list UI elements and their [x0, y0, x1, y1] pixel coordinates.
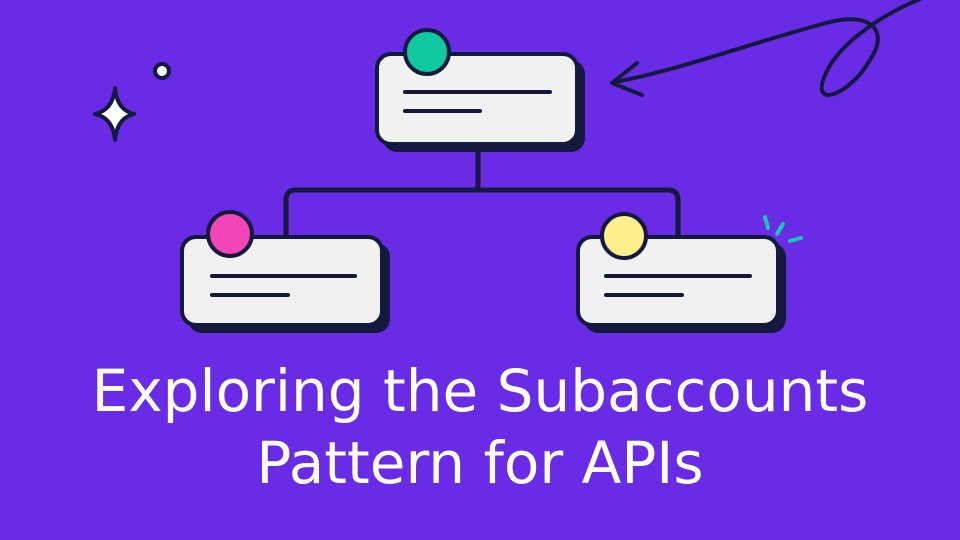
right-status-dot — [600, 212, 648, 260]
title-line-2: Pattern for APIs — [256, 429, 704, 497]
small-circle-icon — [153, 62, 171, 80]
title-line-1: Exploring the Subaccounts — [91, 357, 869, 425]
right-subaccount-card — [576, 212, 786, 333]
left-subaccount-card — [180, 210, 390, 333]
tree-connectors — [283, 145, 681, 241]
left-status-dot — [206, 210, 254, 258]
top-account-card — [375, 28, 585, 152]
page-title: Exploring the Subaccounts Pattern for AP… — [0, 355, 960, 499]
curved-arrow-icon — [610, 0, 923, 97]
spark-lines-icon — [763, 215, 803, 243]
top-status-dot — [403, 28, 451, 76]
sparkle-icon — [93, 86, 136, 142]
